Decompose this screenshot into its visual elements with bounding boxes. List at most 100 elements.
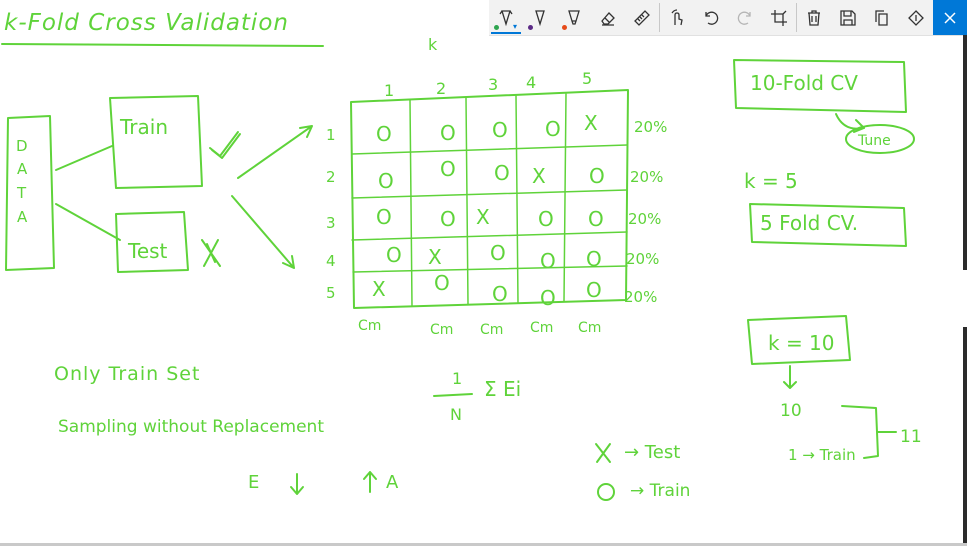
percent-label-3: 20% <box>628 210 661 228</box>
close-button[interactable] <box>933 0 967 35</box>
copy-icon <box>875 9 888 26</box>
ballpoint-pen-icon <box>499 9 513 26</box>
chevron-down-icon: ▾ <box>512 22 517 31</box>
cell-r2-c3: O <box>494 161 510 185</box>
k-eq-10-text: k = 10 <box>768 331 835 355</box>
test-box-label: Test <box>127 239 168 263</box>
cell-r4-c2: X <box>428 245 442 269</box>
k-eq-5-text: k = 5 <box>744 169 798 193</box>
cell-r1-c3: O <box>492 118 508 142</box>
data-box <box>5 115 55 271</box>
col-number-2: 2 <box>436 79 446 98</box>
cell-r5-c3: O <box>492 282 508 306</box>
k-eq-10-box <box>747 315 851 365</box>
share-button[interactable] <box>899 0 933 35</box>
cell-r2-c5: O <box>589 164 605 188</box>
touch-writing-button[interactable] <box>660 0 694 35</box>
cell-r4-c1: O <box>386 243 402 267</box>
cell-r1-c1: O <box>376 122 392 146</box>
five-fold-text: 5 Fold CV. <box>760 211 858 235</box>
percent-label-1: 20% <box>634 118 667 136</box>
legend-train-text: → Train <box>630 481 690 501</box>
col-number-1: 1 <box>384 81 394 100</box>
ten-fold-text: 10-Fold CV <box>750 71 858 95</box>
cell-r4-c4: O <box>540 249 556 273</box>
save-icon <box>840 9 856 26</box>
five-fold-box <box>749 203 907 247</box>
cell-r3-c3: X <box>476 205 490 229</box>
cell-r2-c4: X <box>532 164 546 188</box>
tune-text: Tune <box>857 133 891 149</box>
connector-train <box>55 145 113 171</box>
cell-r2-c2: O <box>440 157 456 181</box>
undo-button[interactable] <box>694 0 728 35</box>
window-right-edge <box>963 35 967 545</box>
fold-grid <box>350 89 629 309</box>
cell-r3-c4: O <box>538 207 554 231</box>
fraction-line <box>433 393 473 397</box>
test-x-icon <box>201 239 221 267</box>
cell-r5-c2: O <box>434 271 450 295</box>
title-underline <box>1 43 324 47</box>
col-number-5: 5 <box>582 69 592 88</box>
trash-icon <box>808 9 820 26</box>
k-label: k <box>428 35 438 54</box>
col-number-3: 3 <box>488 75 498 94</box>
highlighter-icon <box>568 9 580 25</box>
undo-icon <box>705 11 719 25</box>
row-number-5: 5 <box>326 284 336 302</box>
ruler-icon <box>634 9 650 26</box>
bracket <box>841 405 897 459</box>
col-number-4: 4 <box>526 73 536 92</box>
cell-r1-c5: X <box>584 111 598 135</box>
copy-button[interactable] <box>865 0 899 35</box>
legend-x-icon <box>595 443 611 463</box>
sampling-text: Sampling without Replacement <box>58 417 324 437</box>
pencil-button[interactable] <box>523 0 557 35</box>
cell-r3-c1: O <box>376 205 392 229</box>
pencil-color-dot <box>528 25 533 30</box>
formula-sum: Σ Ei <box>484 377 521 401</box>
only-train-text: Only Train Set <box>54 363 200 385</box>
arrow-down-icon <box>290 473 304 495</box>
bottom-label-1: Cm <box>358 318 381 334</box>
toolbar-separator <box>796 3 797 32</box>
row-number-3: 3 <box>326 214 336 232</box>
ballpoint-pen-button[interactable]: ▾ <box>489 0 523 35</box>
arrow-down-right <box>231 195 295 269</box>
redo-button[interactable] <box>728 0 762 35</box>
highlighter-button[interactable] <box>557 0 591 35</box>
touch-writing-icon <box>671 8 683 25</box>
close-icon <box>944 11 956 24</box>
percent-label-4: 20% <box>626 250 659 268</box>
connector-test <box>55 203 121 241</box>
save-button[interactable] <box>831 0 865 35</box>
ruler-button[interactable] <box>625 0 659 35</box>
row-number-4: 4 <box>326 252 336 270</box>
percent-label-5: 20% <box>624 288 657 306</box>
bottom-label-4: Cm <box>530 320 553 336</box>
percent-label-2: 20% <box>630 168 663 186</box>
legend-o-icon <box>597 483 615 501</box>
cell-r3-c2: O <box>440 207 456 231</box>
ink-toolbar: ▾ <box>489 0 967 36</box>
eraser-button[interactable] <box>591 0 625 35</box>
highlighter-color-dot <box>562 25 567 30</box>
toolbar-separator <box>659 3 660 32</box>
data-letter-d: D <box>16 137 28 155</box>
data-letter-a1: A <box>17 160 28 178</box>
tune-arrow <box>835 113 865 133</box>
title-text: k-Fold Cross Validation <box>4 10 289 36</box>
cell-r1-c4: O <box>545 117 561 141</box>
cell-r5-c1: X <box>372 277 386 301</box>
row-number-1: 1 <box>326 126 336 144</box>
cell-r5-c4: O <box>540 286 556 310</box>
train-box <box>109 95 203 189</box>
e-label: E <box>248 472 259 493</box>
cell-r4-c3: O <box>490 241 506 265</box>
selected-indicator <box>491 32 521 34</box>
crop-button[interactable] <box>762 0 796 35</box>
ten-fold-box <box>733 59 907 113</box>
delete-button[interactable] <box>797 0 831 35</box>
